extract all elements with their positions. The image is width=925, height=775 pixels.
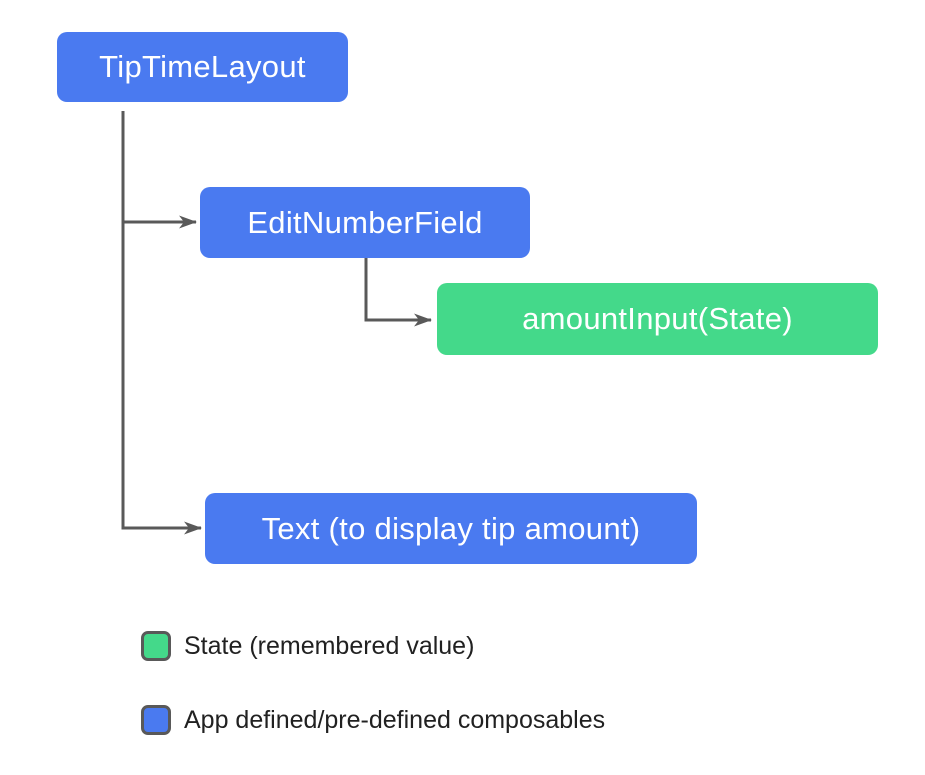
node-amountinput-state-label: amountInput(State) xyxy=(522,301,793,336)
node-amountinput-state: amountInput(State) xyxy=(437,283,878,355)
legend-item-composables: App defined/pre-defined composables xyxy=(141,705,605,735)
legend-swatch-composable-blue xyxy=(141,705,171,735)
node-text-display-label: Text (to display tip amount) xyxy=(261,510,641,546)
node-editnumberfield-label: EditNumberField xyxy=(247,204,483,240)
legend-item-state: State (remembered value) xyxy=(141,631,474,661)
node-text-display: Text (to display tip amount) xyxy=(205,493,697,564)
legend-label-composables: App defined/pre-defined composables xyxy=(184,705,606,734)
edge-editnumberfield-to-amountinput xyxy=(364,258,432,327)
edge-tiptimelayout-to-text xyxy=(121,111,202,535)
node-editnumberfield: EditNumberField xyxy=(200,187,530,258)
legend-swatch-state-green xyxy=(141,631,171,661)
node-tiptimelayout: TipTimeLayout xyxy=(57,32,348,102)
legend-label-state: State (remembered value) xyxy=(184,631,475,660)
node-tiptimelayout-label: TipTimeLayout xyxy=(99,49,306,84)
